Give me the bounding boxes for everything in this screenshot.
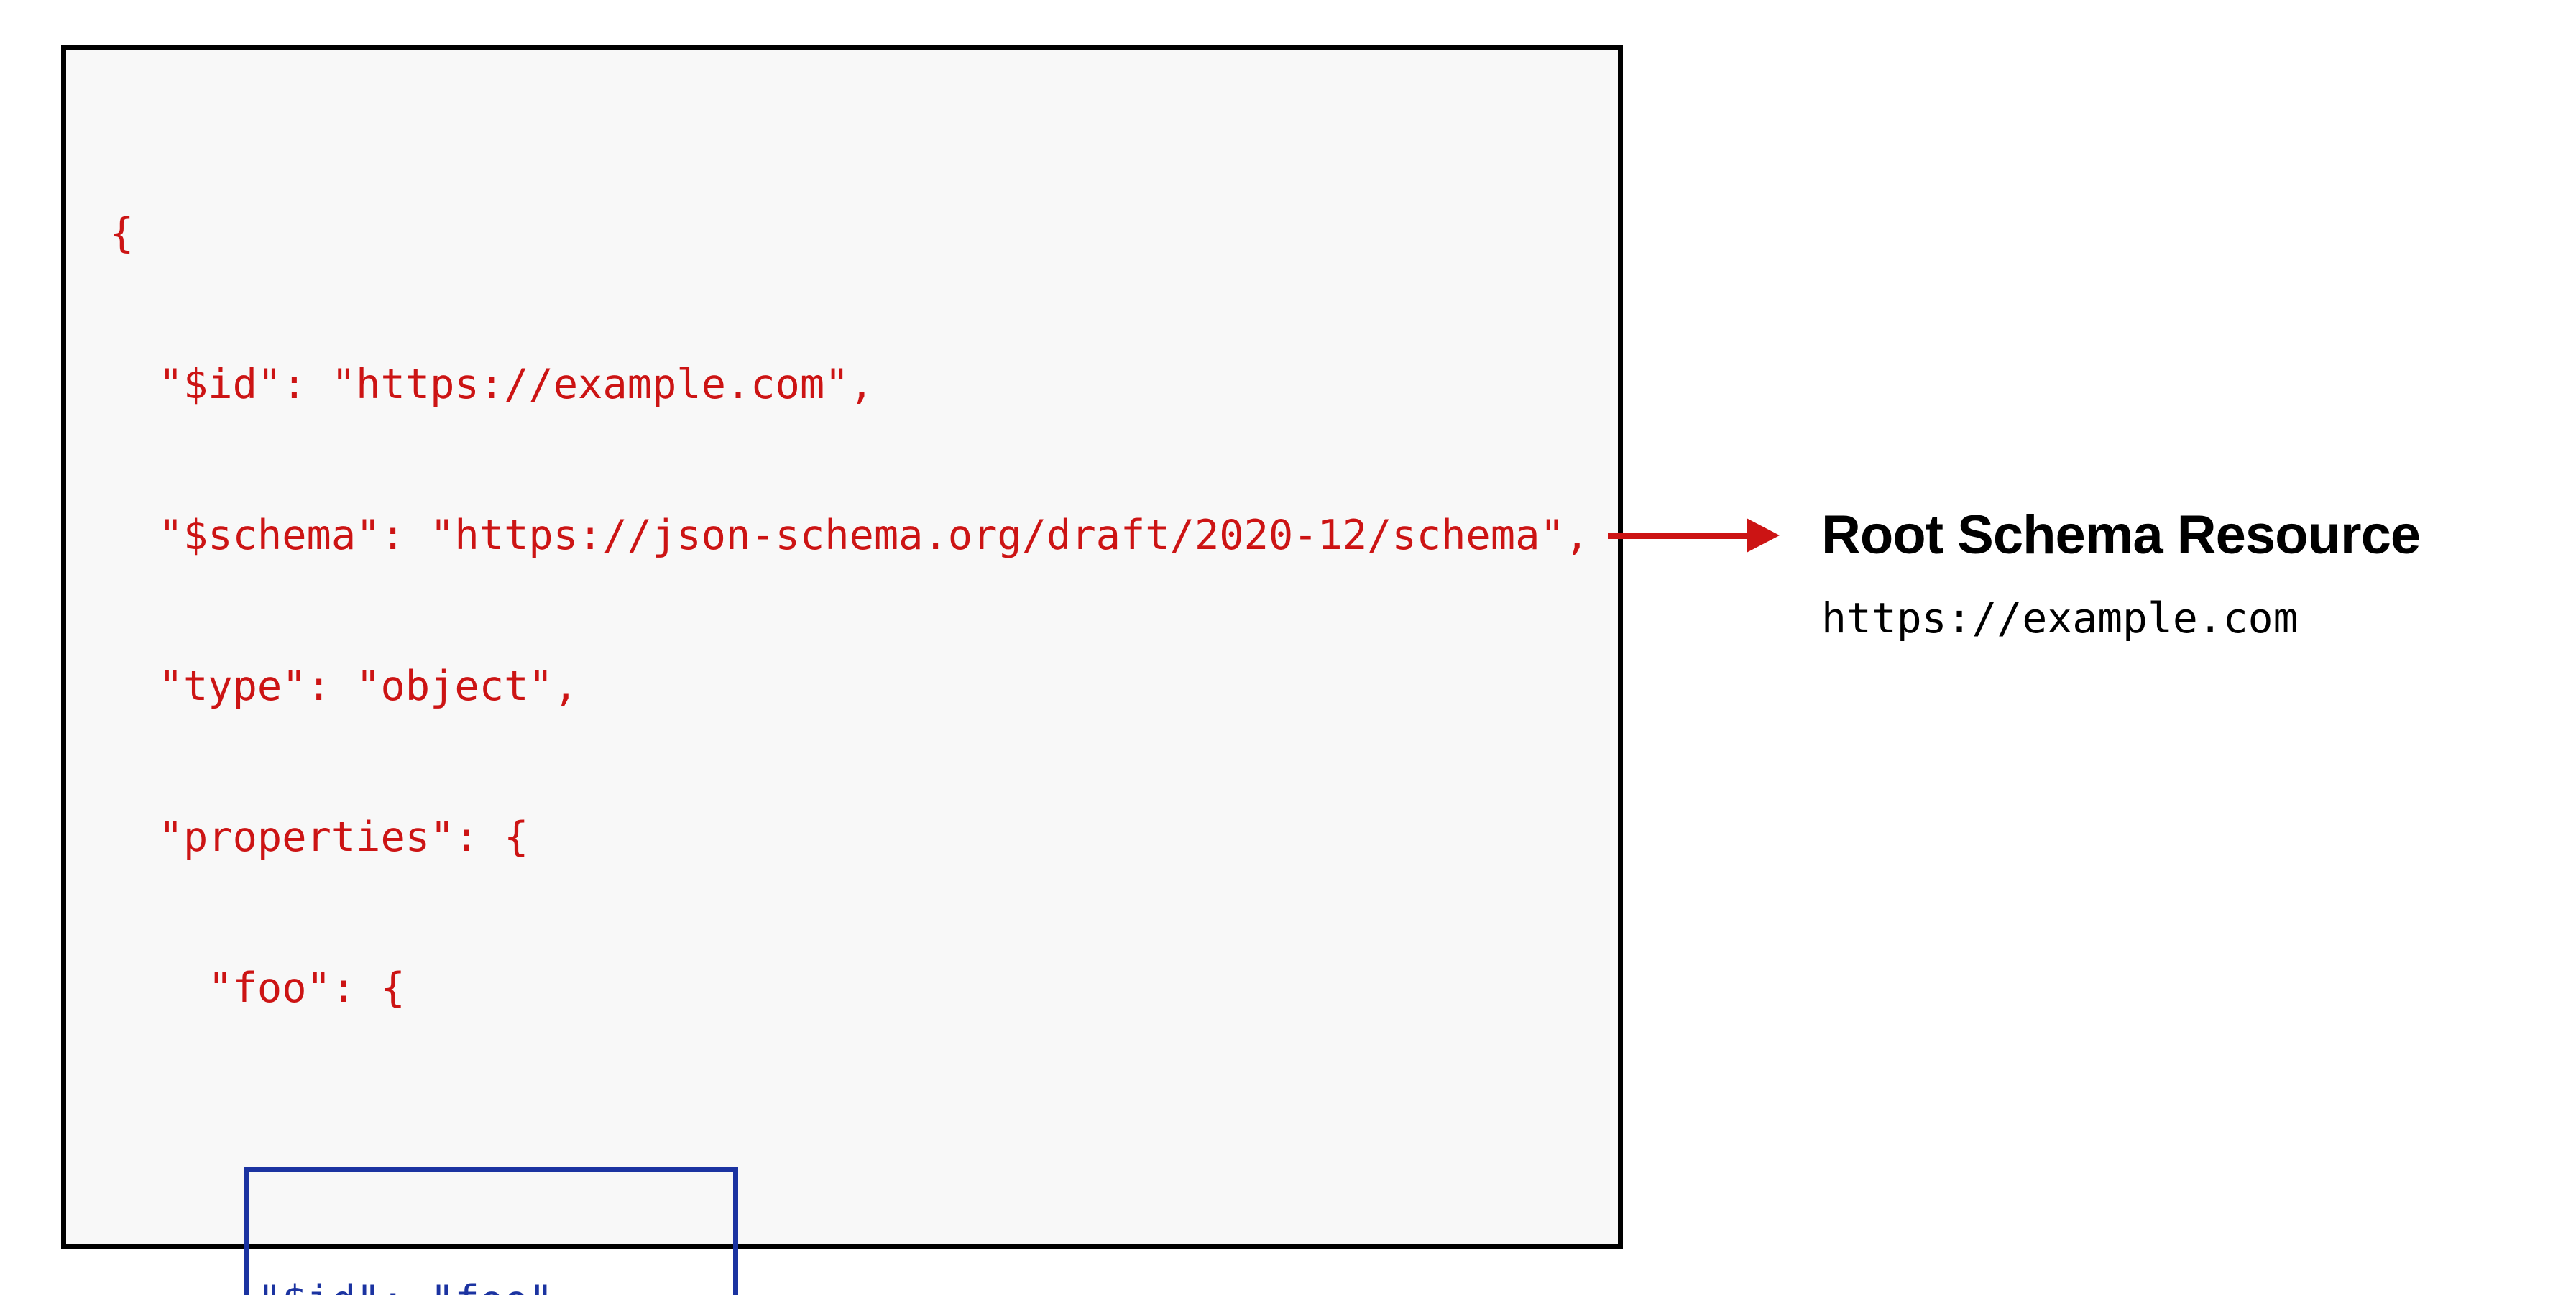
code-line: "properties": { [109,814,529,861]
code-line-schema-declaration: "$schema": "https://json-schema.org/draf… [109,510,1618,561]
root-schema-resource-label: Root Schema Resource https://example.com [1821,502,2421,643]
code-line: { [109,210,134,257]
schema-declaration-text: "$schema": "https://json-schema.org/draf… [109,512,1590,559]
root-schema-arrow-icon [1747,518,1780,553]
schema-code-panel: { "$id": "https://example.com", "$schema… [61,45,1623,1295]
code-line: "type": "object", [109,663,579,710]
annotation-title: Root Schema Resource [1821,504,2421,566]
code-line: "$id": "https://example.com", [109,361,874,408]
foo-schema-resource-box: "$id": "foo", "type": "array", "items": … [244,1167,739,1295]
code-line: "$id": "foo", [257,1276,726,1295]
annotation-url: https://example.com [1821,594,2299,642]
root-schema-arrow-line [1608,533,1747,539]
code-line: "foo": { [109,964,405,1012]
